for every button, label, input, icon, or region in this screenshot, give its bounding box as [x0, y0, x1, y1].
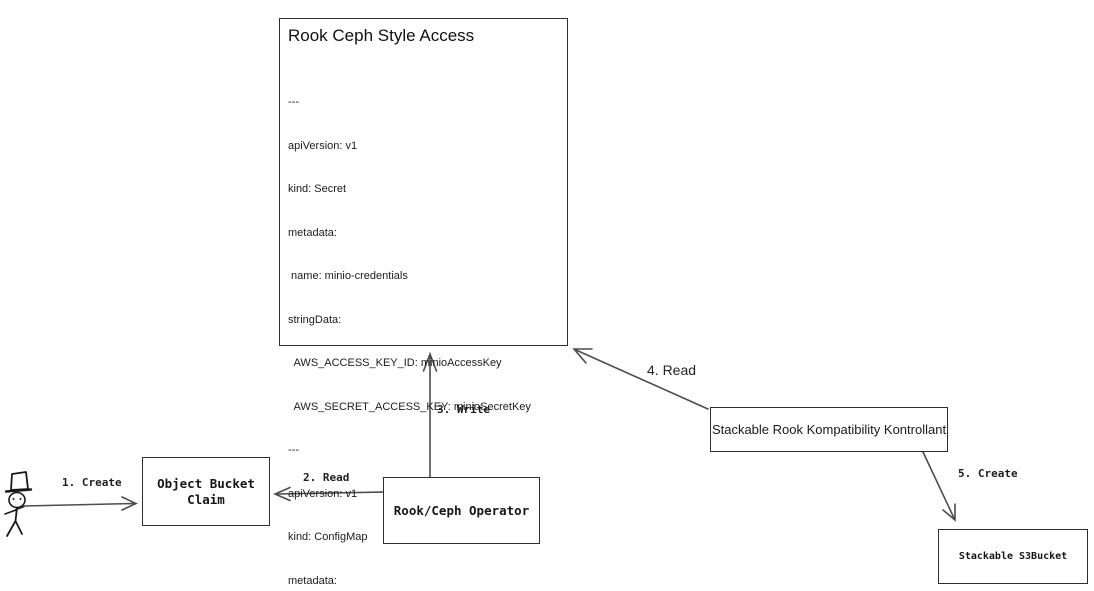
edge-label-2-read: 2. Read [303, 471, 350, 484]
edge-label-4-read: 4. Read [647, 362, 697, 378]
yaml-line: --- [288, 96, 299, 108]
yaml-line: kind: ConfigMap [288, 531, 368, 543]
node-label: Stackable S3Bucket [958, 551, 1068, 562]
node-label: Rook/Ceph Operator [393, 503, 530, 518]
node-rook-ceph-operator: Rook/Ceph Operator [383, 477, 540, 544]
yaml-line: AWS_SECRET_ACCESS_KEY: minioSecretKey [288, 400, 531, 413]
edge-label-1-create: 1. Create [62, 476, 122, 489]
yaml-line: metadata: [288, 226, 337, 239]
yaml-line: apiVersion: v1 [288, 139, 358, 152]
node-object-bucket-claim: Object Bucket Claim [142, 457, 270, 526]
stick-figure-user-icon [4, 471, 33, 537]
yaml-line: AWS_ACCESS_KEY_ID: minioAccessKey [288, 357, 502, 369]
yaml-line: kind: Secret [288, 183, 347, 195]
yaml-manifest: --- apiVersion: v1 kind: Secret metadata… [288, 66, 561, 591]
arrow-4-read [572, 348, 709, 410]
big-box-title: Rook Ceph Style Access [288, 26, 475, 45]
node-label: Stackable Rook Kompatibility Kontrollant [711, 422, 947, 437]
yaml-line: --- [288, 444, 299, 456]
yaml-line: apiVersion: v1 [288, 487, 358, 500]
node-rook-ceph-style-access: Rook Ceph Style Access --- apiVersion: v… [279, 18, 568, 587]
arrow-1-create [23, 496, 138, 511]
node-stackable-rook-kompatibility-kontrollant: Stackable Rook Kompatibility Kontrollant [710, 407, 948, 452]
edge-label-5-create: 5. Create [958, 467, 1018, 480]
node-label: Object Bucket Claim [157, 475, 255, 507]
node-stackable-s3bucket: Stackable S3Bucket [938, 529, 1088, 584]
edge-label-3-write: 3. Write [437, 403, 490, 416]
yaml-line: metadata: [288, 574, 337, 587]
yaml-line: name: minio-credentials [288, 270, 408, 282]
yaml-line: stringData: [288, 313, 342, 326]
arrow-5-create [922, 451, 956, 522]
